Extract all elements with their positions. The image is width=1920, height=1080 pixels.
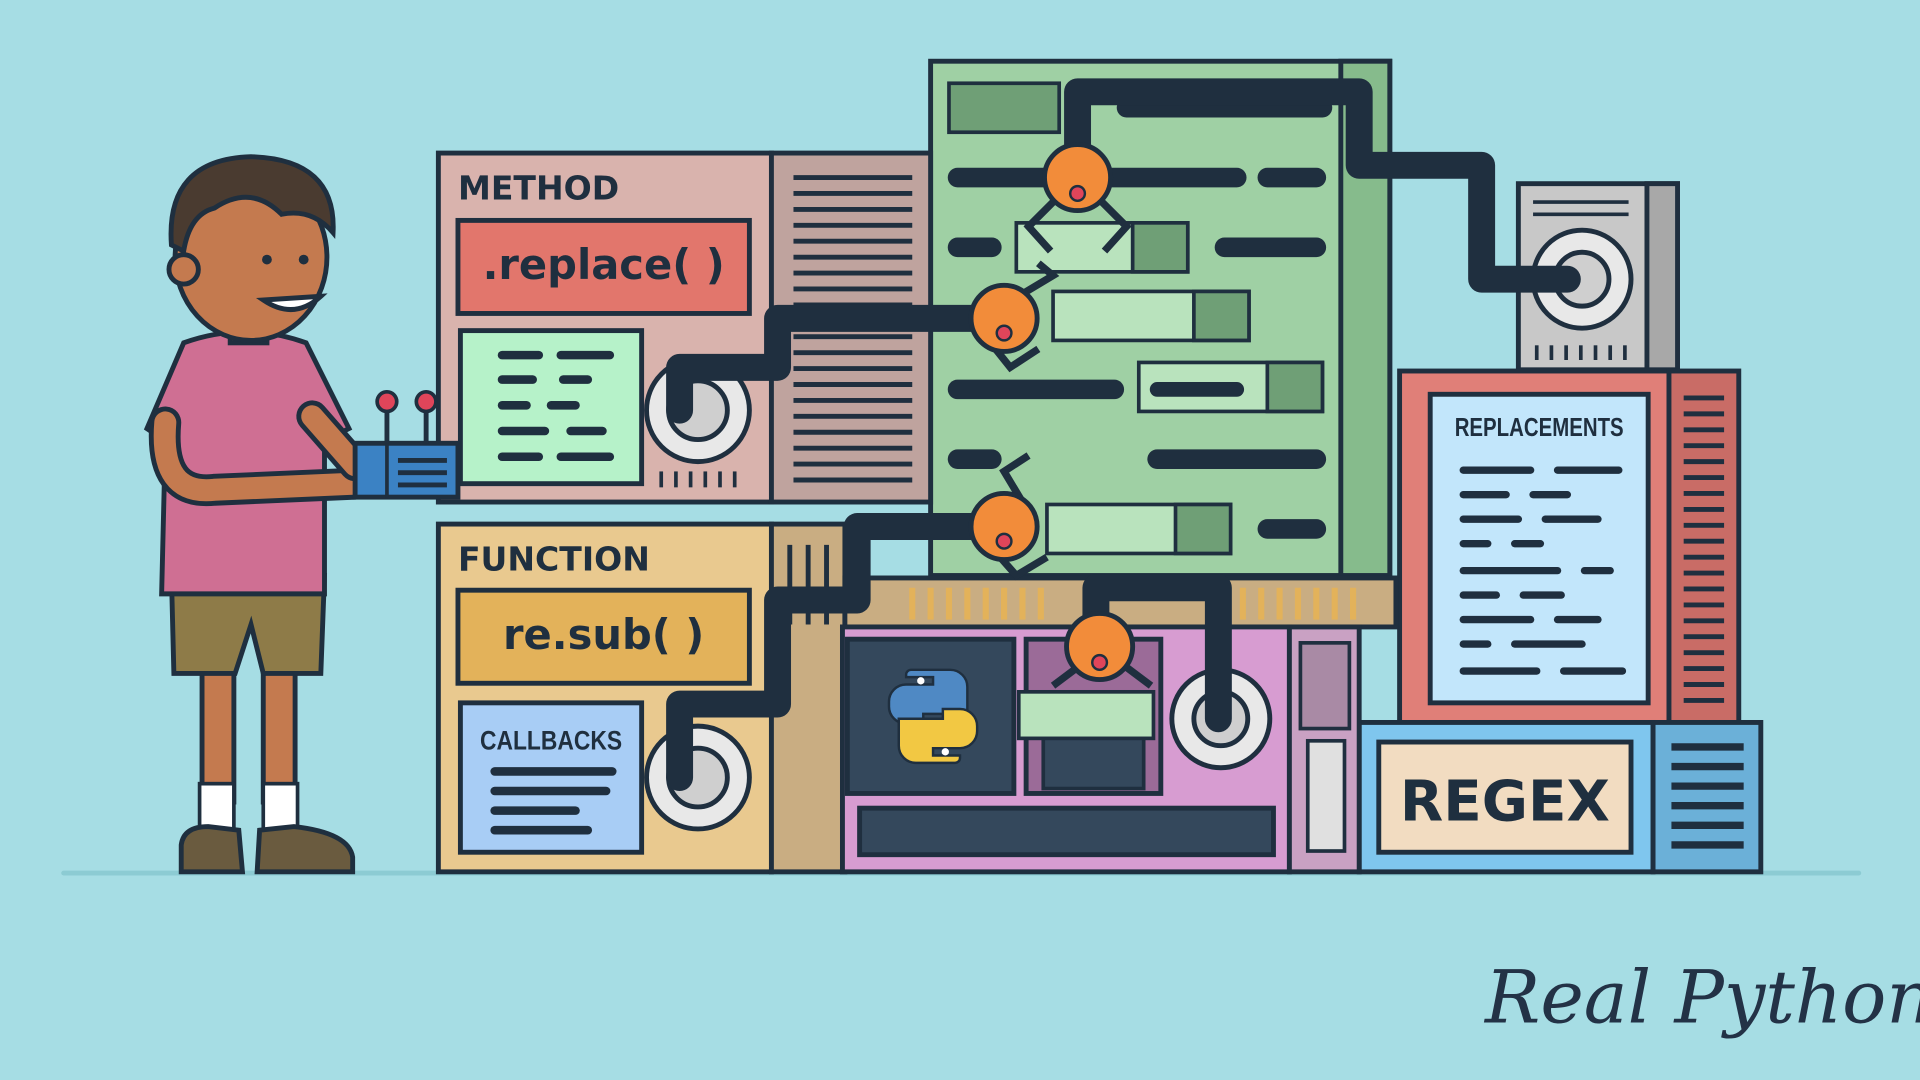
- method-title: METHOD: [458, 169, 619, 208]
- function-code-text: re.sub( ): [503, 610, 704, 659]
- regex-title: REGEX: [1400, 769, 1610, 834]
- regex-label-box: [1376, 739, 1634, 855]
- callbacks-title: CALLBACKS: [480, 725, 622, 755]
- brand-logo: Real Python: [1483, 955, 1920, 1040]
- remote-control-icon: [352, 390, 461, 500]
- replacements-screen: [1427, 391, 1651, 706]
- replacements-panel: REPLACEMENTS: [1397, 368, 1742, 725]
- python-logo-icon: [887, 668, 979, 765]
- method-code-text: .replace( ): [483, 240, 725, 289]
- python-panel: [840, 575, 1399, 875]
- regex-panel: REGEX: [1356, 720, 1764, 875]
- function-title: FUNCTION: [458, 540, 650, 579]
- claw-grabber-icon: [968, 142, 1154, 689]
- function-code-box: [455, 587, 752, 686]
- replacements-title: REPLACEMENTS: [1455, 414, 1624, 442]
- person-with-remote: [143, 154, 461, 875]
- function-panel: FUNCTION re.sub( ) CALLBACKS: [435, 521, 848, 875]
- cables: [666, 78, 1581, 792]
- method-code-box: [455, 217, 752, 316]
- function-spool-icon: [644, 723, 752, 832]
